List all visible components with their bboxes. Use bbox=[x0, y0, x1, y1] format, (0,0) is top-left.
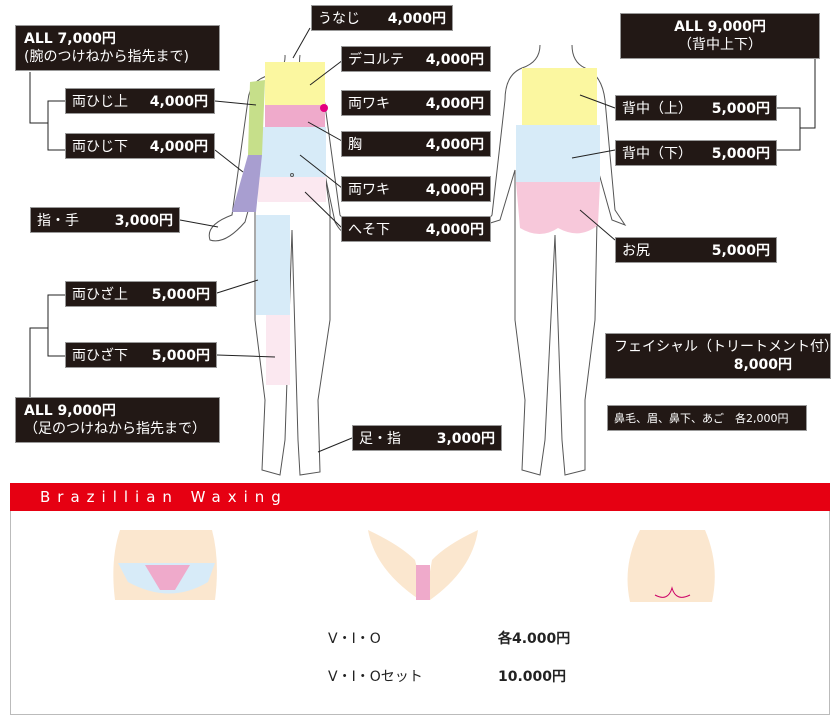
lower-back-label: 背中（下）5,000円 bbox=[615, 140, 777, 166]
upper-back-label: 背中（上）5,000円 bbox=[615, 95, 777, 121]
brazilian-back-illustration bbox=[627, 530, 715, 602]
brazilian-front-illustration bbox=[113, 530, 217, 600]
facial-label: フェイシャル（トリートメント付）8,000円 bbox=[605, 333, 838, 379]
brazilian-under-illustration bbox=[368, 530, 478, 600]
leg-all-label: ALL 9,000円（足のつけねから指先まで） bbox=[15, 397, 220, 443]
back-zones bbox=[516, 68, 600, 234]
leader-lines bbox=[29, 27, 816, 453]
brazilian-banner: Brazillian Waxing bbox=[10, 483, 830, 511]
front-zones bbox=[232, 62, 328, 385]
back-all-label: ALL 9,000円（背中上下） bbox=[620, 13, 820, 59]
face-parts-label: 鼻毛、眉、鼻下、あご 各2,000円 bbox=[607, 405, 807, 431]
arm-all-label: ALL 7,000円(腕のつけねから指先まで) bbox=[15, 25, 220, 71]
